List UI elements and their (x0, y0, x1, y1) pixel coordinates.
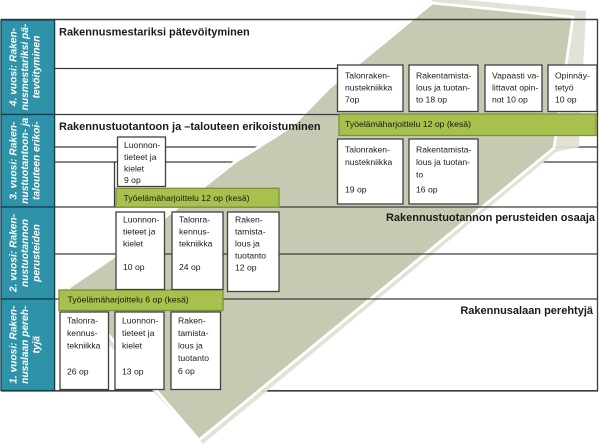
svg-text:1. vuosi: Raken-: 1. vuosi: Raken- (9, 305, 20, 384)
svg-text:Raken-: Raken- (235, 215, 263, 225)
svg-text:nustekniikka: nustekniikka (345, 83, 393, 93)
svg-text:littavat opin-: littavat opin- (492, 83, 538, 93)
svg-text:kennus-: kennus- (179, 227, 210, 237)
svg-text:Rakentamista-: Rakentamista- (416, 71, 472, 81)
svg-text:tuotanto: tuotanto (178, 353, 209, 363)
svg-text:16 op: 16 op (416, 185, 438, 195)
svg-text:26 op: 26 op (67, 367, 89, 377)
svg-text:tieteet ja: tieteet ja (123, 227, 156, 237)
svg-text:13 op: 13 op (122, 367, 144, 377)
svg-text:talouteen erikoi-: talouteen erikoi- (32, 121, 43, 200)
svg-text:lous ja: lous ja (178, 341, 203, 351)
svg-text:Talonra-: Talonra- (179, 215, 210, 225)
svg-text:19 op: 19 op (345, 185, 367, 195)
svg-text:9 op: 9 op (124, 175, 141, 185)
svg-text:Työelämäharjoittelu 6 op (kes: Työelämäharjoittelu 6 op (kesä) (68, 294, 189, 304)
svg-text:2. vuosi: Raken-: 2. vuosi: Raken- (9, 213, 20, 293)
svg-text:Rakennustuotantoon ja –taloute: Rakennustuotantoon ja –talouteen erikois… (59, 121, 321, 133)
svg-text:tevöityminen: tevöityminen (32, 36, 43, 99)
svg-text:lous ja tuotan-: lous ja tuotan- (416, 83, 470, 93)
svg-text:to: to (416, 170, 423, 180)
svg-text:lous ja tuotan-: lous ja tuotan- (416, 157, 470, 167)
svg-text:Luonnon-: Luonnon- (123, 215, 159, 225)
svg-text:kennus-: kennus- (67, 328, 98, 338)
svg-text:Rakennusalaan perehtyjä: Rakennusalaan perehtyjä (460, 305, 594, 317)
svg-text:Luonnon-: Luonnon- (122, 316, 158, 326)
svg-text:Talonraken-: Talonraken- (345, 71, 390, 81)
svg-text:tamista-: tamista- (178, 328, 209, 338)
svg-text:perusteiden: perusteiden (32, 224, 43, 283)
svg-text:tekniikka: tekniikka (179, 239, 213, 249)
svg-text:10 op: 10 op (123, 262, 145, 272)
svg-text:Talonra-: Talonra- (67, 316, 98, 326)
svg-text:Rakennustuotannon perusteiden: Rakennustuotannon perusteiden osaaja (386, 212, 596, 224)
svg-text:tieteet ja: tieteet ja (124, 152, 157, 162)
svg-text:Talonraken-: Talonraken- (345, 145, 390, 155)
svg-text:Raken-: Raken- (178, 316, 206, 326)
svg-text:10 op: 10 op (555, 95, 577, 105)
svg-text:Rakennusmestariksi pätevöitymi: Rakennusmestariksi pätevöityminen (59, 27, 250, 39)
svg-text:tyjä: tyjä (32, 336, 43, 354)
svg-text:Vapaasti va-: Vapaasti va- (492, 71, 539, 81)
svg-text:nusmestariksi pä-: nusmestariksi pä- (20, 23, 31, 110)
svg-text:nustuotantoon- ja: nustuotantoon- ja (20, 117, 31, 203)
svg-text:3. vuosi: Raken-: 3. vuosi: Raken- (9, 121, 20, 200)
svg-text:4. vuosi: Raken-: 4. vuosi: Raken- (9, 27, 20, 107)
svg-text:tamista-: tamista- (235, 227, 266, 237)
svg-text:nustekniikka: nustekniikka (345, 157, 393, 167)
svg-text:kielet: kielet (124, 163, 145, 173)
svg-text:6 op: 6 op (178, 366, 195, 376)
svg-text:not 10 op: not 10 op (492, 95, 528, 105)
svg-text:24 op: 24 op (179, 262, 201, 272)
svg-text:tetyö: tetyö (555, 83, 574, 93)
svg-text:Työelämäharjoittelu 12 op (ke: Työelämäharjoittelu 12 op (kesä) (345, 119, 471, 129)
svg-text:tuotanto: tuotanto (235, 251, 266, 261)
svg-text:7op: 7op (345, 95, 360, 105)
svg-text:Työelämäharjoittelu 12 op (ke: Työelämäharjoittelu 12 op (kesä) (124, 193, 250, 203)
svg-text:tieteet ja: tieteet ja (122, 328, 155, 338)
svg-text:nustuotannon: nustuotannon (20, 219, 31, 287)
svg-text:to 18 op: to 18 op (416, 95, 447, 105)
svg-text:12 op: 12 op (235, 263, 257, 273)
svg-text:lous ja: lous ja (235, 239, 260, 249)
svg-text:kielet: kielet (122, 341, 143, 351)
svg-text:nusalaan pereh-: nusalaan pereh- (20, 305, 31, 384)
svg-text:Luonnon-: Luonnon- (124, 140, 160, 150)
svg-text:tekniikka: tekniikka (67, 341, 101, 351)
svg-text:Rakentamista-: Rakentamista- (416, 145, 472, 155)
svg-text:kielet: kielet (123, 239, 144, 249)
svg-text:Opinnäy-: Opinnäy- (555, 71, 590, 81)
